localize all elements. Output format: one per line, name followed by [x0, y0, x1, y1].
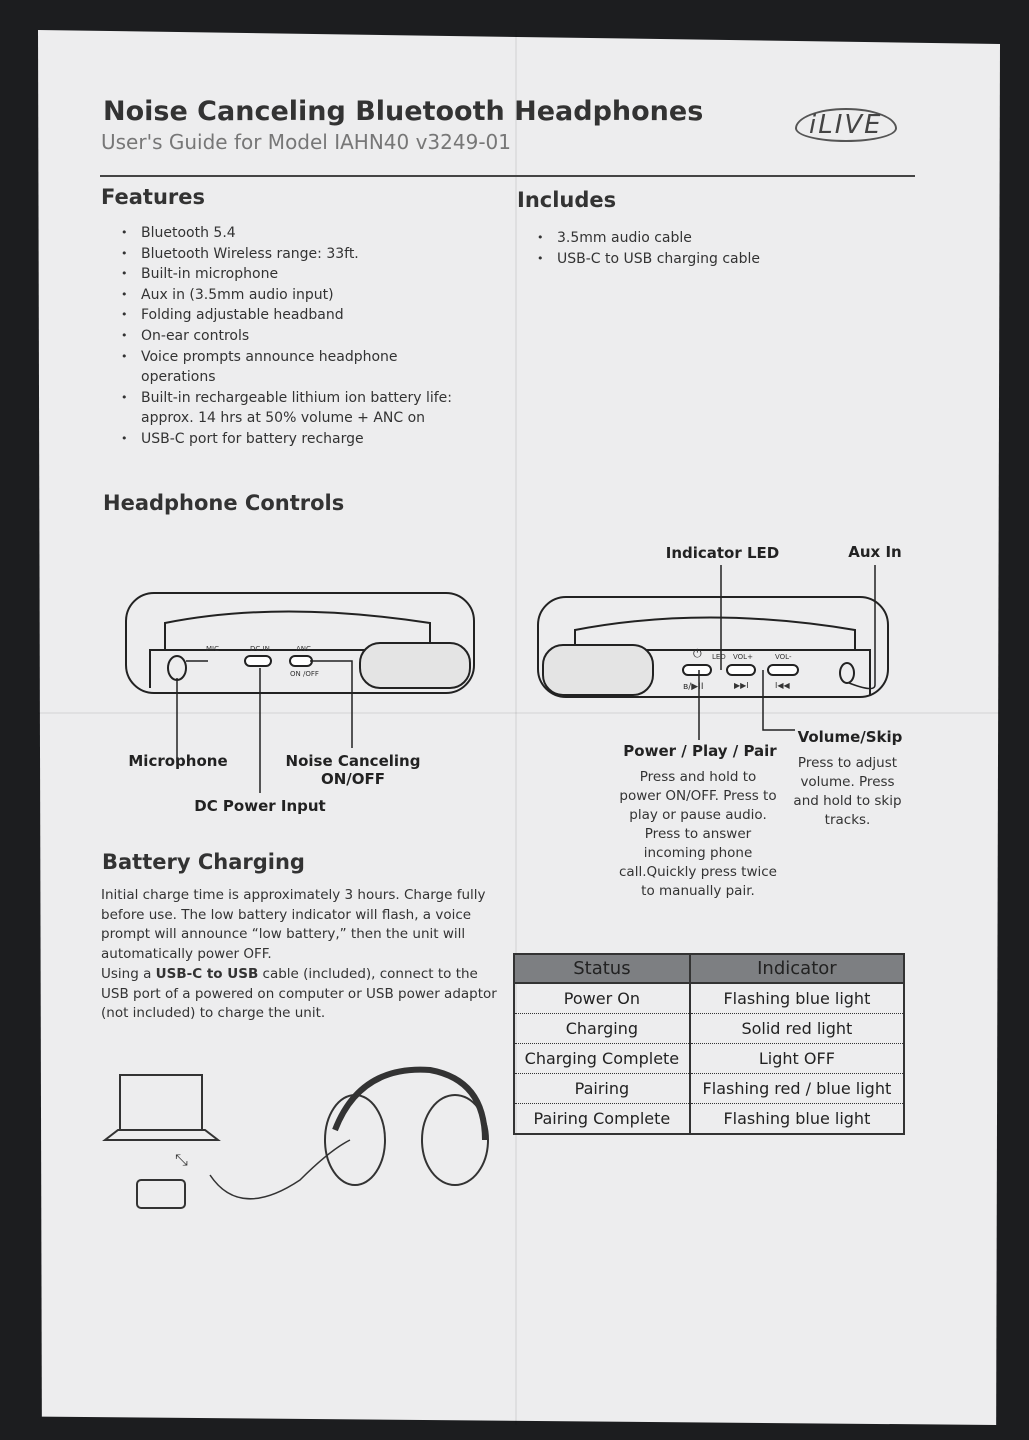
- laptop-icon: [102, 1074, 221, 1141]
- aux-in-label: Aux In: [848, 543, 902, 561]
- text: Using a: [101, 966, 156, 982]
- mic-label: MIC: [206, 645, 219, 653]
- list-item: Built-in microphone: [121, 264, 461, 285]
- microphone-label: Microphone: [128, 752, 228, 770]
- vol-plus-label: VOL+: [733, 653, 753, 661]
- previous-track-icon: I◀◀: [775, 681, 791, 690]
- microphone-icon: [167, 655, 187, 681]
- status-cell: Charging: [513, 1013, 691, 1044]
- cable-icon: [209, 1139, 351, 1200]
- cable-type: USB-C to USB: [155, 966, 259, 982]
- status-cell: Pairing Complete: [513, 1103, 691, 1135]
- list-item: On-ear controls: [121, 326, 461, 347]
- power-description: Press and hold to power ON/OFF. Press to…: [619, 769, 777, 899]
- status-cell: Charging Complete: [513, 1043, 691, 1074]
- indicator-cell: Solid red light: [688, 1013, 906, 1044]
- vol-plus-icon: [726, 664, 756, 676]
- indicator-cell: Flashing red / blue light: [688, 1073, 906, 1104]
- divider: [100, 175, 915, 177]
- status-cell: Power On: [513, 983, 691, 1014]
- indicator-cell: Flashing blue light: [688, 1103, 906, 1135]
- anc-switch-icon: [289, 655, 313, 667]
- text: cable (included), connect to the USB por…: [101, 966, 497, 1021]
- column-header-indicator: Indicator: [688, 953, 906, 984]
- power-icon: ⏻: [693, 647, 702, 660]
- brand-logo: iLIVE: [795, 108, 897, 142]
- list-item: Aux in (3.5mm audio input): [121, 285, 461, 306]
- anc-sub-label: ON /OFF: [290, 670, 319, 678]
- list-item: Bluetooth Wireless range: 33ft.: [121, 244, 461, 265]
- left-earcup-diagram: MIC DC IN ANC ON /OFF: [125, 592, 475, 793]
- dc-power-label: DC Power Input: [194, 797, 326, 815]
- status-cell: Pairing: [513, 1073, 691, 1104]
- list-item: USB-C port for battery recharge: [121, 429, 461, 450]
- fold-line: [515, 30, 517, 1425]
- anc-label: ANC: [296, 645, 311, 653]
- vol-minus-icon: [767, 664, 799, 676]
- indicator-led-label: Indicator LED: [665, 544, 780, 562]
- power-play-pair-label: Power / Play / Pair: [623, 742, 777, 760]
- vol-minus-label: VOL-: [775, 653, 792, 661]
- headphones-icon: [324, 1066, 489, 1186]
- power-adapter-icon: [136, 1179, 186, 1209]
- volume-description: Press to adjust volume. Press and hold t…: [793, 755, 902, 828]
- power-button-icon: [682, 664, 712, 676]
- battery-paragraph-1: Initial charge time is approximately 3 h…: [101, 887, 486, 962]
- list-item: 3.5mm audio cable: [537, 228, 837, 249]
- controls-heading: Headphone Controls: [103, 491, 345, 515]
- list-item: Bluetooth 5.4: [121, 223, 461, 244]
- list-item: USB-C to USB charging cable: [537, 249, 837, 270]
- right-earcup-diagram: ⏻ LED VOL+ VOL- ʙ/▶II ▶▶I I◀◀: [537, 565, 889, 740]
- page-subtitle: User's Guide for Model IAHN40 v3249-01: [101, 130, 511, 154]
- battery-heading: Battery Charging: [102, 850, 305, 874]
- battery-paragraph-2: Using a USB-C to USB cable (included), c…: [101, 965, 501, 1024]
- list-item: Voice prompts announce headphone operati…: [121, 347, 461, 388]
- usb-c-port-icon: [244, 655, 272, 667]
- charging-illustration: ⤡: [102, 1066, 489, 1209]
- includes-heading: Includes: [517, 188, 617, 212]
- indicator-cell: Light OFF: [688, 1043, 906, 1074]
- led-label: LED: [712, 653, 726, 661]
- page-title: Noise Canceling Bluetooth Headphones: [103, 96, 704, 127]
- features-heading: Features: [101, 185, 205, 209]
- indicator-cell: Flashing blue light: [688, 983, 906, 1014]
- list-item: Folding adjustable headband: [121, 305, 461, 326]
- aux-port-icon: [839, 662, 855, 684]
- features-list: Bluetooth 5.4Bluetooth Wireless range: 3…: [121, 223, 461, 450]
- arrows-icon: ⤡: [175, 1150, 188, 1169]
- column-header-status: Status: [513, 953, 691, 984]
- next-track-icon: ▶▶I: [734, 681, 749, 690]
- includes-list: 3.5mm audio cableUSB-C to USB charging c…: [537, 228, 837, 269]
- fold-line: [38, 712, 1000, 714]
- volume-skip-label: Volume/Skip: [797, 728, 903, 746]
- list-item: Built-in rechargeable lithium ion batter…: [121, 388, 461, 429]
- dc-in-label: DC IN: [250, 645, 270, 653]
- bluetooth-play-pause-icon: ʙ/▶II: [683, 682, 703, 692]
- noise-canceling-label: Noise Canceling ON/OFF: [285, 752, 421, 788]
